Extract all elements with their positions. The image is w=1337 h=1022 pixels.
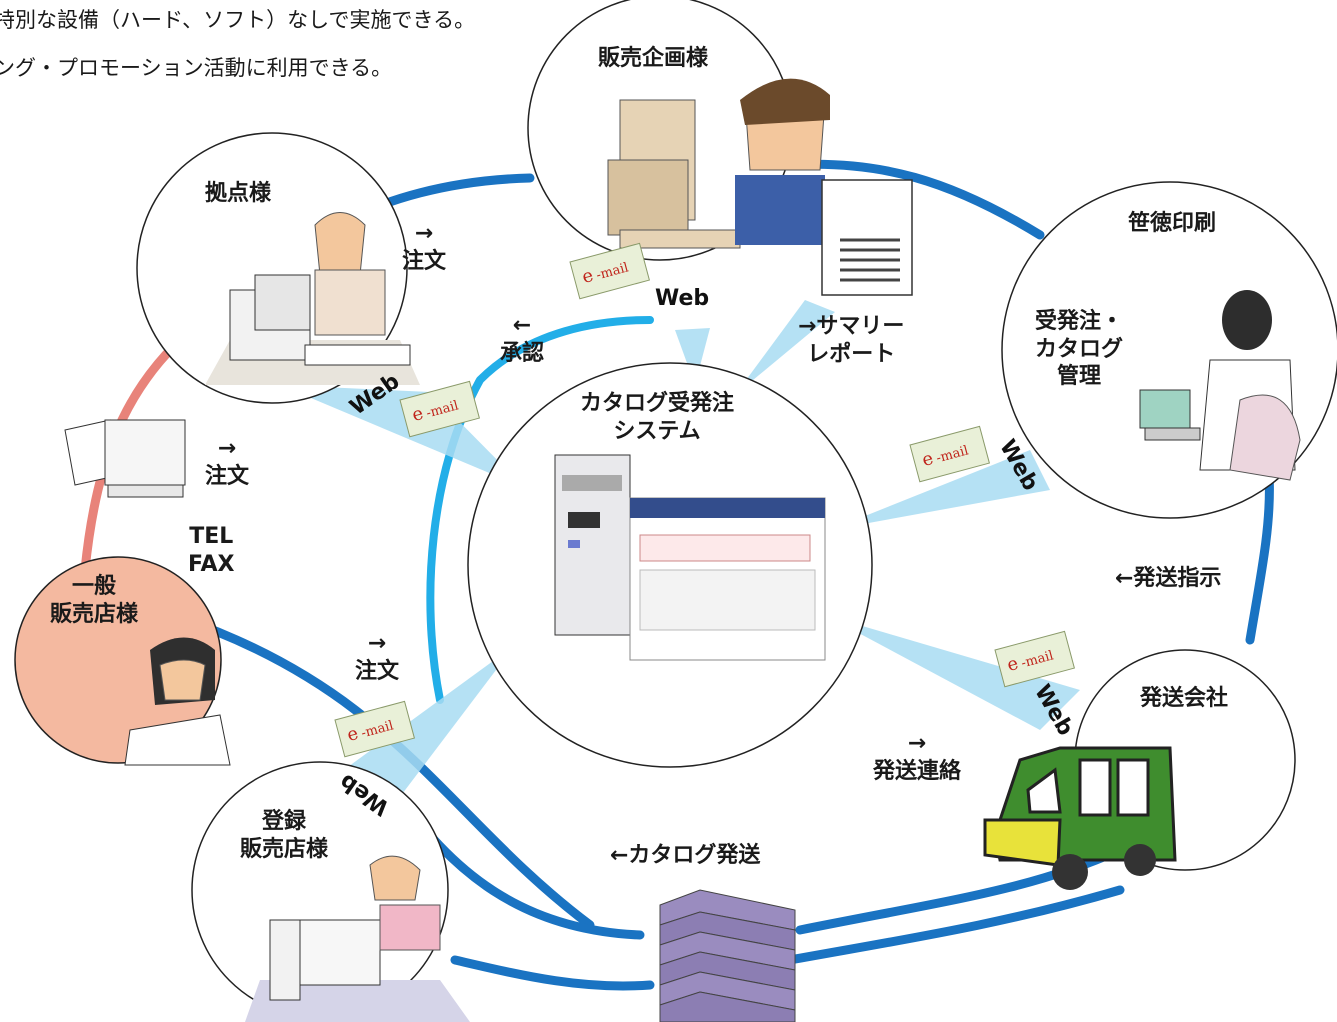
node-label-hanbai-kikaku: 販売企画様: [598, 46, 709, 71]
svg-text:e: e: [1005, 653, 1021, 676]
server-icon: [554, 454, 631, 636]
reader-at-computer-icon: [245, 855, 470, 1022]
flow-summary-report: →サマリー レポート: [798, 314, 905, 367]
flow-fax-order: → 注文: [205, 436, 250, 489]
fax-machine-icon: [64, 419, 186, 498]
catalog-stack-icon: [659, 889, 796, 1022]
email-envelope-kyoten: e -mail: [399, 380, 480, 438]
ray-sasatoku: [830, 450, 1050, 530]
office-worker-man-icon: [735, 78, 830, 245]
flow-catalog-shipping: ←カタログ発送: [610, 843, 761, 868]
email-envelope-hassou: e -mail: [994, 630, 1075, 688]
ray-hassou: [825, 615, 1080, 730]
flow-touroku-order: → 注文: [355, 631, 400, 684]
ray-summary: [735, 300, 835, 395]
node-label-hassou-kaisha: 発送会社: [1140, 686, 1229, 711]
svg-text:e: e: [920, 448, 936, 471]
flow-shipping-instruction: ←発送指示: [1115, 566, 1222, 591]
office-worker-woman-icon: [205, 212, 420, 385]
flow-tel-fax: TEL FAX: [188, 524, 235, 577]
phone-operator-icon: [124, 637, 231, 766]
ray-hanbai: [675, 328, 710, 385]
summary-report-icon: [821, 179, 913, 296]
ray-touroku: [330, 645, 515, 810]
node-label-ippan: 一般 販売店様: [50, 574, 139, 627]
node-label-center: カタログ受発注 システム: [580, 391, 735, 444]
note-line-2: ング・プロモーション活動に利用できる。: [0, 56, 393, 80]
email-envelope-hanbai: e -mail: [569, 242, 650, 300]
flow-approval: ← 承認: [500, 313, 545, 366]
node-label-touroku: 登録 販売店様: [240, 809, 329, 862]
system-screenshot-icon: [629, 497, 826, 661]
delivery-truck-icon: [983, 746, 1177, 890]
email-envelope-touroku: e -mail: [334, 700, 415, 758]
svg-text:e: e: [410, 403, 426, 426]
web-label-hanbai: Web: [655, 286, 709, 311]
email-envelope-sasatoku: e -mail: [909, 425, 990, 483]
node-circle-ippan: [14, 556, 222, 764]
node-label-sasatoku-sub: 受発注・ カタログ 管理: [1035, 309, 1124, 389]
node-label-kyoten: 拠点様: [205, 181, 272, 206]
note-line-1: 特別な設備（ハード、ソフト）なしで実施できる。: [0, 8, 476, 32]
flow-shipping-contact: → 発送連絡: [873, 731, 962, 784]
email-label-hanbai: e: [580, 265, 596, 288]
svg-text:e: e: [345, 723, 361, 746]
node-label-sasatoku: 笹徳印刷: [1128, 211, 1217, 236]
flow-kyoten-order: → 注文: [402, 221, 447, 274]
desktop-computer-icon: [607, 99, 741, 249]
ray-kyoten: [280, 385, 525, 488]
operator-at-laptop-icon: [1139, 290, 1301, 481]
